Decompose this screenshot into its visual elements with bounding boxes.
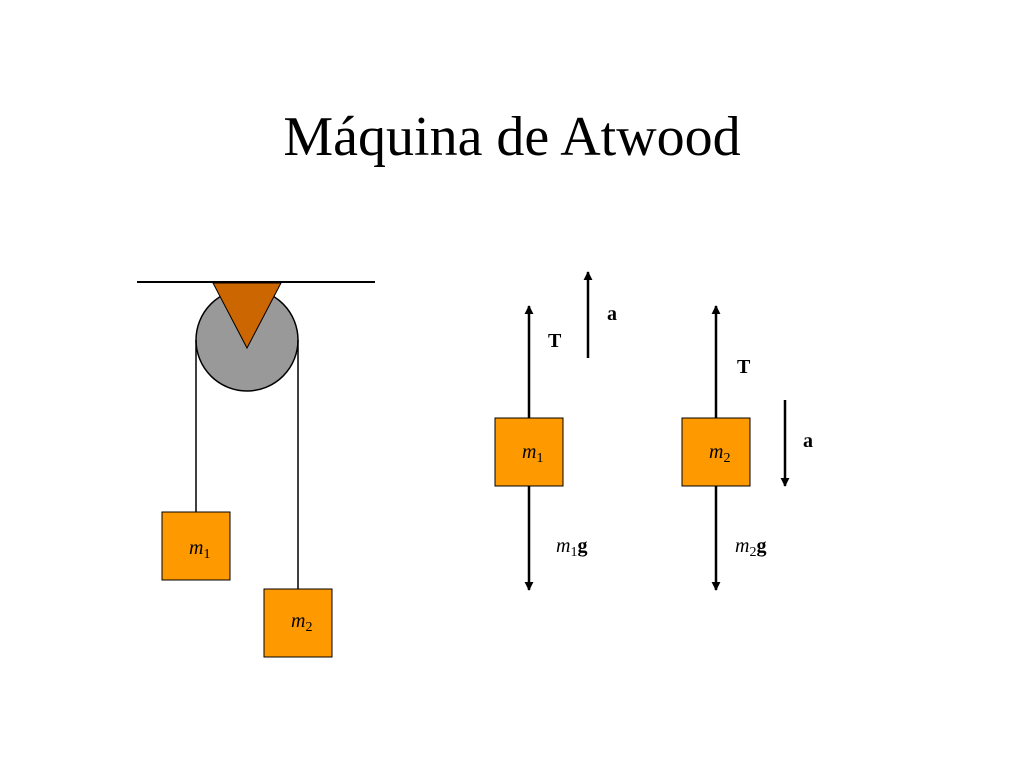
tension-label-m1: T bbox=[548, 330, 562, 352]
fbd-mass-label-m2: m2 bbox=[709, 441, 730, 466]
acceleration-label-m1: a bbox=[607, 303, 617, 325]
acceleration-label-m2: a bbox=[803, 430, 813, 452]
mass-block-m1 bbox=[161, 511, 231, 581]
fbd-block-m2 bbox=[681, 417, 751, 487]
weight-label-m1: m1g bbox=[556, 535, 587, 560]
weight-label-m2: m2g bbox=[735, 535, 766, 560]
mass-label-m2: m2 bbox=[291, 610, 312, 635]
apparatus: m1 m2 bbox=[137, 281, 375, 658]
pulley-support-icon bbox=[212, 282, 282, 350]
mass-block-m2 bbox=[263, 588, 333, 658]
fbd-block-m1 bbox=[494, 417, 564, 487]
mass-label-m1: m1 bbox=[189, 537, 210, 562]
fbd-mass-label-m1: m1 bbox=[522, 441, 543, 466]
free-body-diagram-m2: T a m2 m2g bbox=[681, 305, 813, 591]
tension-label-m2: T bbox=[737, 356, 751, 378]
slide-title: Máquina de Atwood bbox=[283, 106, 740, 168]
free-body-diagram-m1: T a m1 m1g bbox=[494, 271, 617, 591]
